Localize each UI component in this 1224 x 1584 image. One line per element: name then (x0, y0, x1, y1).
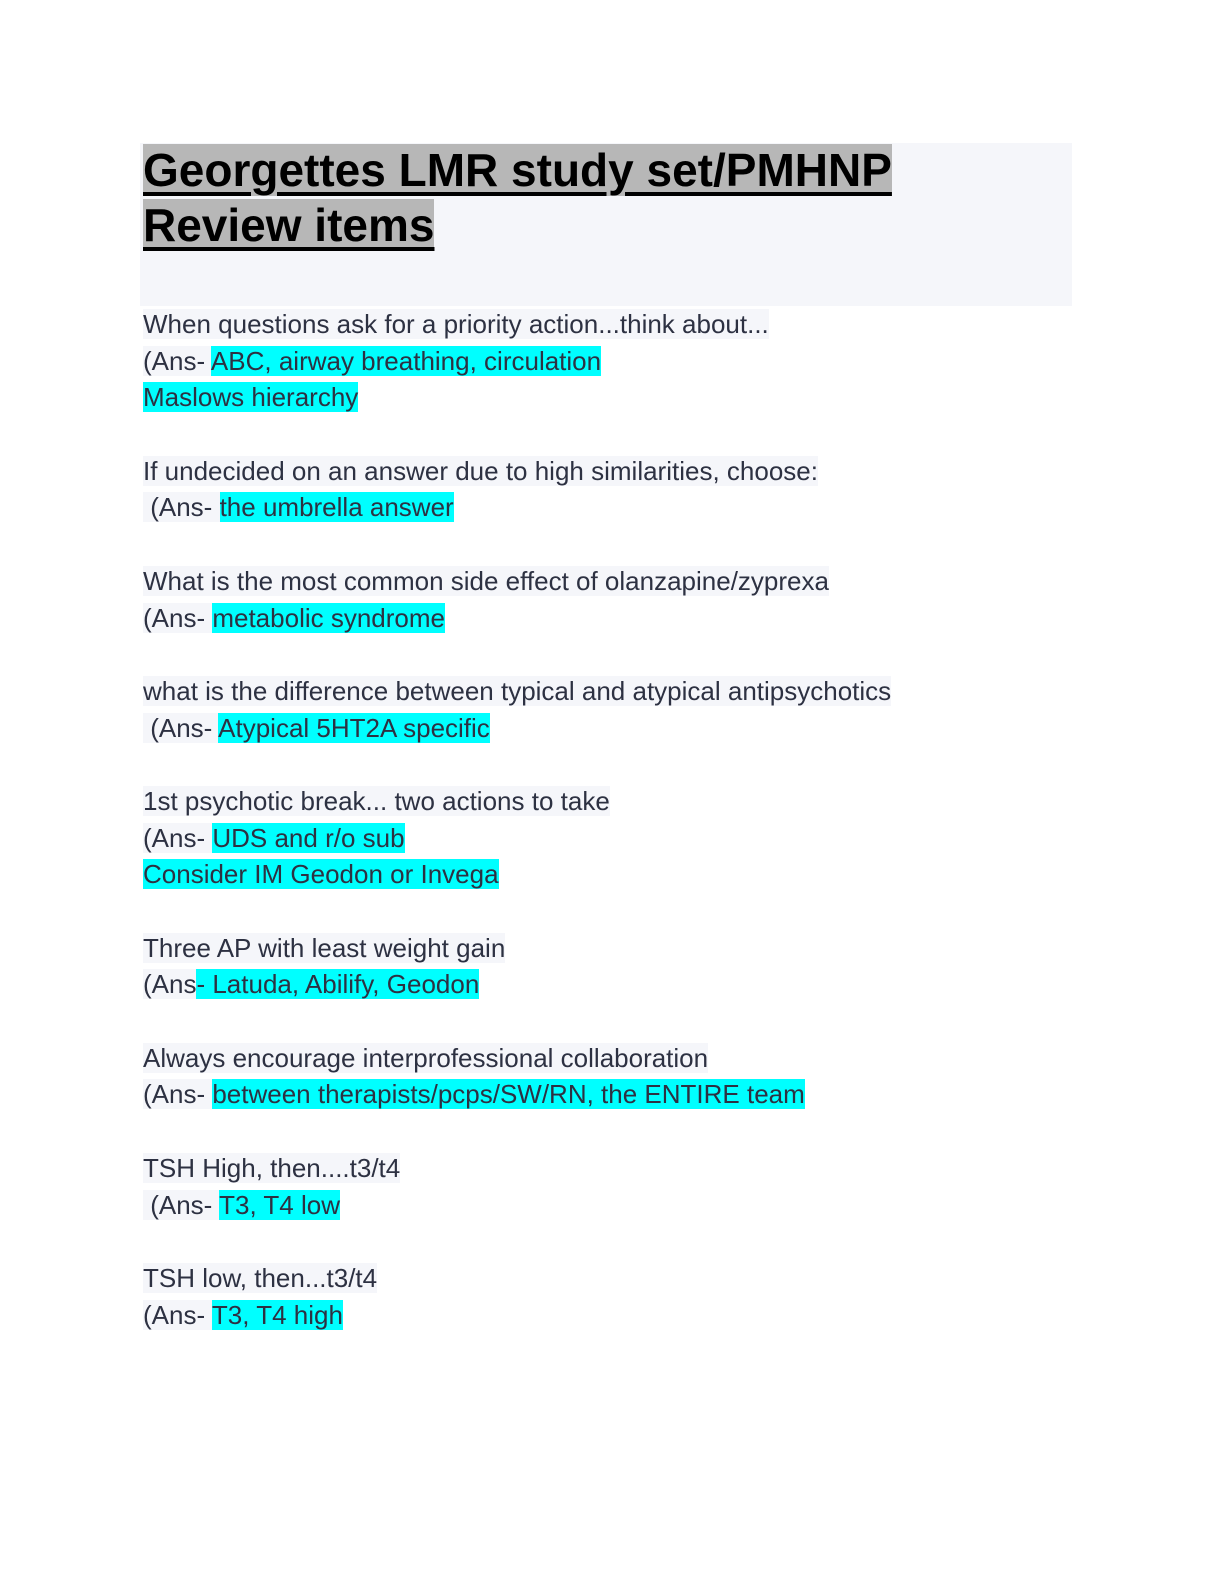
question-text: TSH High, then....t3/t4 (143, 1152, 401, 1183)
question-text: When questions ask for a priority action… (143, 309, 769, 339)
question-text: What is the most common side effect of o… (143, 565, 829, 596)
qa-item: 1st psychotic break... two actions to ta… (143, 783, 1143, 893)
qa-item: Always encourage interprofessional colla… (143, 1040, 1143, 1113)
answer-highlight: Atypical 5HT2A specific (218, 712, 490, 743)
question-text: TSH low, then...t3/t4 (143, 1262, 378, 1293)
qa-item: TSH low, then...t3/t4 (Ans- T3, T4 high (143, 1260, 1143, 1333)
title-line-2: Review items (143, 199, 435, 251)
answer-prefix: (Ans (143, 969, 197, 1000)
answer-prefix: (Ans- (143, 712, 219, 743)
spacer (143, 1113, 1143, 1150)
spacer (143, 746, 1143, 783)
spacer (143, 526, 1143, 563)
answer-highlight: between therapists/pcps/SW/RN, the ENTIR… (212, 1079, 805, 1110)
qa-item: Three AP with least weight gain (Ans- Lat… (143, 930, 1143, 1003)
spacer (143, 416, 1143, 453)
spacer (143, 893, 1143, 930)
answer-prefix: (Ans- (143, 492, 220, 523)
answer-highlight: the umbrella answer (219, 492, 454, 523)
answer-highlight: Maslows hierarchy (143, 382, 359, 413)
answer-highlight: - Latuda, Abilify, Geodon (196, 969, 480, 1000)
qa-item: What is the most common side effect of o… (143, 563, 1143, 636)
answer-prefix: (Ans- (143, 602, 213, 633)
question-text: If undecided on an answer due to high si… (143, 455, 818, 486)
qa-item: TSH High, then....t3/t4 (Ans- T3, T4 low (143, 1150, 1143, 1223)
qa-item: what is the difference between typical a… (143, 673, 1143, 746)
qa-list: When questions ask for a priority action… (143, 306, 1143, 1333)
answer-prefix: (Ans- (143, 345, 211, 376)
answer-highlight: T3, T4 low (219, 1189, 341, 1220)
answer-highlight: Consider IM Geodon or Invega (143, 859, 499, 890)
answer-highlight: ABC, airway breathing, circulation (210, 345, 602, 376)
answer-prefix: (Ans- (143, 822, 213, 853)
spacer (143, 1223, 1143, 1260)
question-text: Always encourage interprofessional colla… (143, 1042, 709, 1073)
question-text: what is the difference between typical a… (143, 675, 892, 706)
answer-highlight: UDS and r/o sub (212, 822, 405, 853)
spacer (143, 636, 1143, 673)
answer-highlight: metabolic syndrome (212, 602, 445, 633)
spacer (143, 1003, 1143, 1040)
answer-prefix: (Ans- (143, 1299, 212, 1330)
question-text: Three AP with least weight gain (143, 932, 506, 963)
qa-item: When questions ask for a priority action… (143, 306, 1143, 416)
question-text: 1st psychotic break... two actions to ta… (143, 785, 610, 816)
answer-highlight: T3, T4 high (211, 1299, 343, 1330)
qa-item: If undecided on an answer due to high si… (143, 453, 1143, 526)
answer-prefix: (Ans- (143, 1189, 220, 1220)
answer-prefix: (Ans- (143, 1079, 213, 1110)
title-line-1: Georgettes LMR study set/PMHNP (143, 144, 892, 196)
